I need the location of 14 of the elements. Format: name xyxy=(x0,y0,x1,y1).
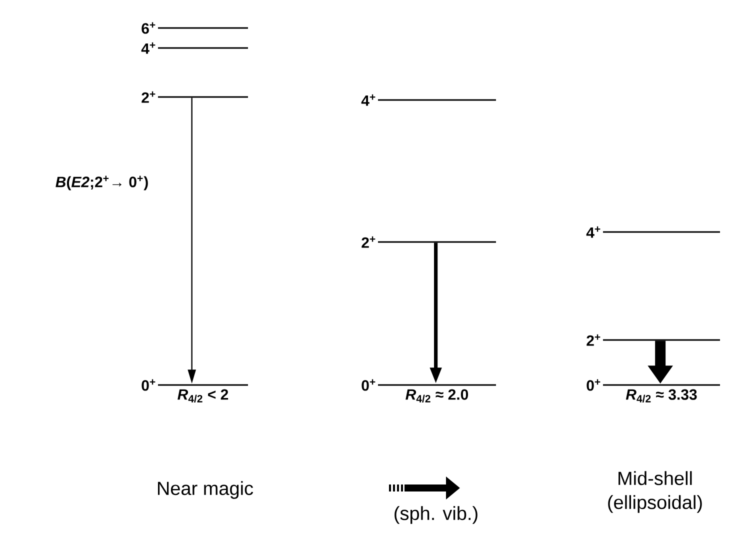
energy-level: 2$^{+}$ xyxy=(142,91,249,103)
ratio-label: R$_{4/2}$ ≈ 2.0 xyxy=(406,389,468,403)
category-label: Near magic xyxy=(158,481,254,499)
edge-label: B(E2;2$^{+}$→ 0$^{+}$) xyxy=(54,174,150,192)
energy-level: 4$^{+}$ xyxy=(586,226,721,238)
energy-level: 4$^{+}$ xyxy=(361,94,497,106)
energy-level: 2$^{+}$ xyxy=(362,236,497,248)
ratio-label: R$_{4/2}$ < 2 xyxy=(178,389,228,403)
ratio-label: R$_{4/2}$ ≈ 3.33 xyxy=(626,389,697,403)
energy-level: 4$^{+}$ xyxy=(141,42,249,54)
mode-label: (sph. vib.) xyxy=(394,506,478,524)
energy-level: 2$^{+}$ xyxy=(586,334,721,346)
category-label: Mid-shell (ellipsoidal) xyxy=(608,471,702,513)
energy-level: 6$^{+}$ xyxy=(142,22,249,34)
